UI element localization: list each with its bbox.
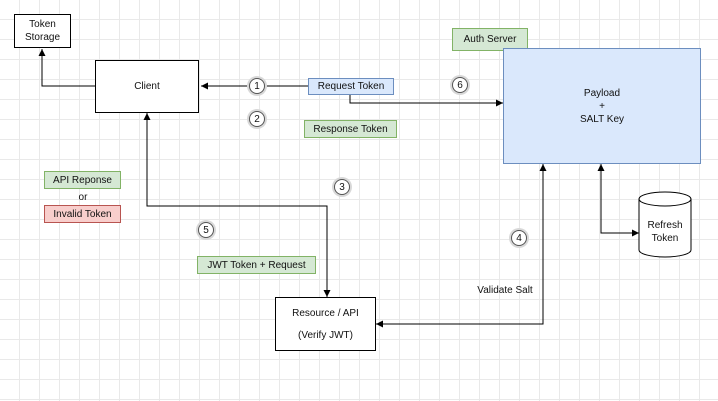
step-5-badge: 5 xyxy=(198,222,214,238)
resource-api-line1: Resource / API xyxy=(292,307,359,319)
step-4-badge: 4 xyxy=(511,230,527,246)
client-label: Client xyxy=(134,81,160,92)
token-storage-line2: Storage xyxy=(24,32,61,43)
api-response-label[interactable]: API Reponse xyxy=(44,171,121,189)
client-to-resource-edge xyxy=(143,113,331,297)
auth-server-box[interactable]: Payload + SALT Key xyxy=(503,48,701,164)
response-token-label[interactable]: Response Token xyxy=(304,120,397,138)
refresh-token-node[interactable]: Refresh Token xyxy=(639,210,691,254)
step-1-badge: 1 xyxy=(249,78,265,94)
or-label: or xyxy=(70,189,96,205)
or-text: or xyxy=(78,191,88,203)
refresh-token-cylinder xyxy=(638,191,692,258)
auth-box-payload: Payload xyxy=(583,87,621,99)
invalid-token-label[interactable]: Invalid Token xyxy=(44,205,121,223)
request-token-label[interactable]: Request Token xyxy=(308,78,394,95)
api-response-text: API Reponse xyxy=(53,174,112,186)
validate-salt-text: Validate Salt xyxy=(477,284,533,296)
auth-box-plus: + xyxy=(599,100,605,112)
client-node[interactable]: Client xyxy=(95,60,199,113)
resource-to-auth-edge xyxy=(376,164,547,328)
token-storage-node[interactable]: Token Storage xyxy=(14,14,71,48)
request-token-to-auth-edge xyxy=(349,95,503,107)
token-storage-line1: Token xyxy=(29,19,56,30)
auth-to-refresh-edge xyxy=(597,164,639,237)
refresh-token-line2: Token xyxy=(651,233,679,244)
refresh-token-line1: Refresh xyxy=(647,220,683,231)
validate-salt-label: Validate Salt xyxy=(470,282,540,298)
response-token-text: Response Token xyxy=(313,123,388,135)
request-token-text: Request Token xyxy=(317,81,385,92)
resource-api-line2: (Verify JWT) xyxy=(298,329,353,341)
resource-api-node[interactable]: Resource / API (Verify JWT) xyxy=(275,297,376,351)
step-6-badge: 6 xyxy=(452,77,468,93)
step-3-badge: 3 xyxy=(334,179,350,195)
auth-server-label[interactable]: Auth Server xyxy=(452,28,528,51)
auth-server-label-text: Auth Server xyxy=(463,34,517,45)
jwt-request-label[interactable]: JWT Token + Request xyxy=(197,256,316,274)
client-to-storage-edge xyxy=(38,49,95,87)
invalid-token-text: Invalid Token xyxy=(53,208,112,220)
jwt-request-text: JWT Token + Request xyxy=(207,259,306,271)
auth-box-salt-key: SALT Key xyxy=(579,113,625,125)
step-2-badge: 2 xyxy=(249,111,265,127)
